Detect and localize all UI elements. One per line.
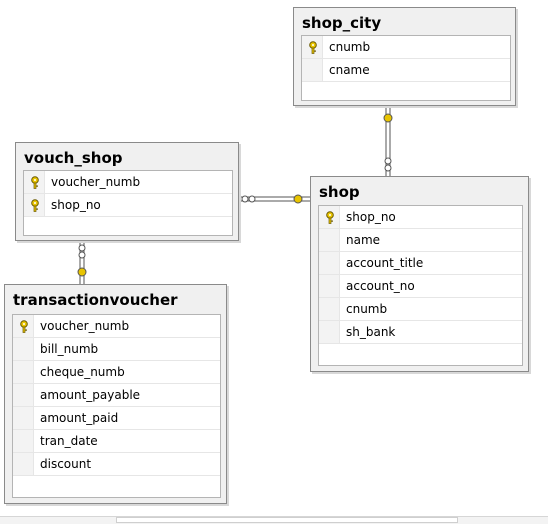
column-row[interactable]: account_no — [319, 275, 522, 298]
scrollbar-thumb[interactable] — [116, 517, 458, 523]
key-end-icon — [383, 113, 393, 123]
column-name: cname — [329, 63, 370, 77]
row-selector[interactable] — [319, 298, 340, 320]
column-name: bill_numb — [40, 342, 99, 356]
row-selector[interactable] — [319, 321, 340, 343]
column-grid: cnumb cname — [301, 35, 511, 101]
row-selector[interactable] — [302, 36, 323, 58]
column-name: sh_bank — [346, 325, 396, 339]
primary-key-icon — [309, 41, 317, 54]
table-title[interactable]: shop — [319, 183, 360, 201]
key-end-icon — [77, 267, 87, 277]
column-row[interactable]: amount_payable — [13, 384, 220, 407]
table-title[interactable]: vouch_shop — [24, 149, 123, 167]
column-row[interactable]: cheque_numb — [13, 361, 220, 384]
primary-key-icon — [31, 199, 39, 212]
column-row[interactable]: cnumb — [319, 298, 522, 321]
column-name: shop_no — [51, 198, 101, 212]
column-name: tran_date — [40, 434, 98, 448]
row-selector[interactable] — [319, 275, 340, 297]
row-selector[interactable] — [319, 252, 340, 274]
row-selector[interactable] — [13, 338, 34, 360]
row-selector[interactable] — [302, 59, 323, 81]
column-grid: shop_no name account_title account_no cn… — [318, 205, 523, 366]
infinity-end-icon — [241, 195, 249, 203]
row-selector[interactable] — [13, 407, 34, 429]
row-selector[interactable] — [319, 229, 340, 251]
column-row[interactable]: shop_no — [24, 194, 232, 217]
column-grid: voucher_numb bill_numb cheque_numb amoun… — [12, 314, 221, 498]
row-selector[interactable] — [13, 361, 34, 383]
primary-key-icon — [31, 176, 39, 189]
column-grid: voucher_numb shop_no — [23, 170, 233, 236]
table-vouch-shop[interactable]: vouch_shop voucher_numb — [15, 142, 239, 241]
column-name: discount — [40, 457, 92, 471]
table-title[interactable]: shop_city — [302, 14, 382, 32]
column-row[interactable]: cname — [302, 59, 510, 82]
column-row[interactable]: voucher_numb — [13, 315, 220, 338]
column-row[interactable]: bill_numb — [13, 338, 220, 361]
key-end-icon — [293, 194, 303, 204]
table-shop-city[interactable]: shop_city cnumb cname — [293, 7, 516, 106]
column-name: cnumb — [346, 302, 388, 316]
row-selector[interactable] — [24, 171, 45, 193]
rel-shop-city-shop[interactable] — [383, 106, 393, 176]
row-selector[interactable] — [13, 453, 34, 475]
row-selector[interactable] — [24, 194, 45, 216]
table-shop[interactable]: shop shop_no name account_title account_… — [310, 176, 529, 372]
column-name: name — [346, 233, 381, 247]
table-title[interactable]: transactionvoucher — [13, 291, 178, 309]
column-name: account_title — [346, 256, 424, 270]
column-name: cnumb — [329, 40, 371, 54]
column-row[interactable]: sh_bank — [319, 321, 522, 344]
column-name: amount_payable — [40, 388, 141, 402]
row-selector[interactable] — [13, 315, 34, 337]
table-transactionvoucher[interactable]: transactionvoucher voucher_numb bill_num… — [4, 284, 227, 504]
column-row[interactable]: shop_no — [319, 206, 522, 229]
column-name: voucher_numb — [40, 319, 130, 333]
row-selector[interactable] — [13, 430, 34, 452]
rel-vouch-shop-transactionvoucher[interactable] — [77, 241, 87, 284]
column-name: cheque_numb — [40, 365, 125, 379]
primary-key-icon — [20, 320, 28, 333]
infinity-end-icon — [384, 157, 392, 165]
column-row[interactable]: tran_date — [13, 430, 220, 453]
rel-vouch-shop-shop[interactable] — [238, 194, 310, 204]
column-name: account_no — [346, 279, 415, 293]
column-row[interactable]: discount — [13, 453, 220, 476]
column-name: shop_no — [346, 210, 396, 224]
column-row[interactable]: account_title — [319, 252, 522, 275]
column-row[interactable]: voucher_numb — [24, 171, 232, 194]
primary-key-icon — [326, 211, 334, 224]
column-row[interactable]: amount_paid — [13, 407, 220, 430]
column-row[interactable]: name — [319, 229, 522, 252]
column-name: voucher_numb — [51, 175, 141, 189]
row-selector[interactable] — [13, 384, 34, 406]
column-row[interactable]: cnumb — [302, 36, 510, 59]
infinity-end-icon — [78, 244, 86, 252]
column-name: amount_paid — [40, 411, 119, 425]
row-selector[interactable] — [319, 206, 340, 228]
